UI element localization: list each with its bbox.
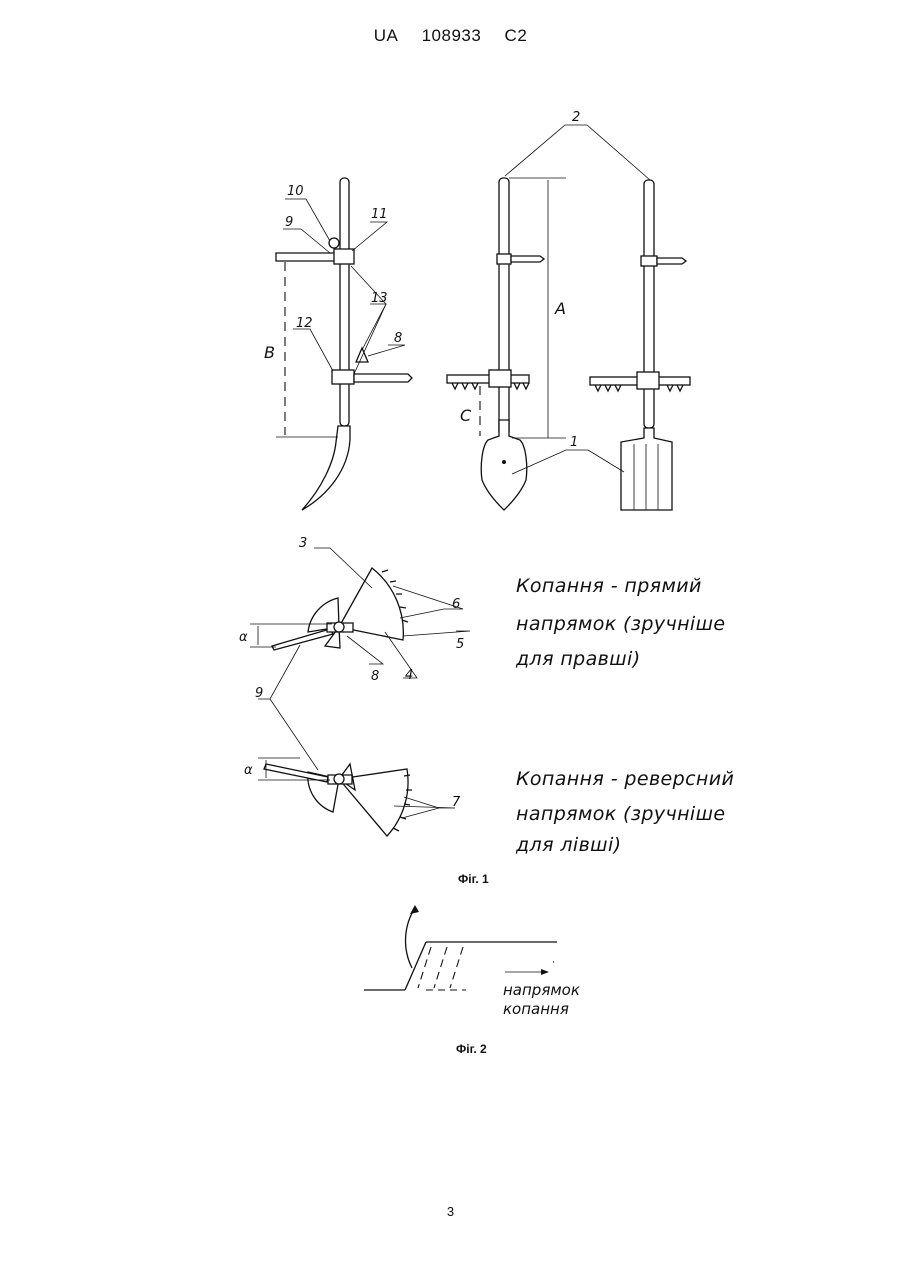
label-12: 12 (296, 316, 313, 331)
top-view-direct (250, 548, 470, 678)
dim-a: A (554, 299, 566, 318)
alpha-lower: α (244, 763, 253, 778)
note-reverse-line2: напрямок (зручніше (516, 803, 725, 825)
note-direct-line3: для правші) (515, 648, 641, 670)
label-3: 3 (299, 536, 307, 551)
label-9-upper: 9 (285, 215, 293, 230)
shovel-front-view (447, 178, 566, 510)
label-8: 8 (371, 669, 379, 684)
side-view-tool (276, 178, 412, 510)
label-9: 9 (255, 686, 263, 701)
fig2-note-line1: напрямок (503, 981, 580, 999)
fig2-note-line2: копання (503, 1000, 569, 1018)
label-2: 2 (572, 110, 580, 125)
fig2-diagram (364, 905, 557, 990)
label-7: 7 (452, 795, 461, 810)
dim-c: C (460, 406, 472, 425)
fig1-caption: Фіг. 1 (458, 872, 489, 886)
label-8-side: 8 (394, 331, 402, 346)
note-reverse-line1: Копання - реверсний (516, 768, 734, 790)
label-13: 13 (371, 291, 388, 306)
top-view-reverse (258, 758, 455, 836)
label-1: 1 (570, 435, 578, 450)
label-11: 11 (371, 207, 388, 222)
page-number: 3 (0, 1204, 901, 1219)
note-direct-line2: напрямок (зручніше (516, 613, 725, 635)
note-reverse-line3: для лівші) (515, 834, 621, 856)
label-4: 4 (405, 668, 413, 683)
label-6: 6 (452, 597, 460, 612)
note-direct-line1: Копання - прямий (516, 575, 702, 597)
label-5: 5 (456, 637, 464, 652)
fig2-caption: Фіг. 2 (456, 1042, 487, 1056)
alpha-upper: α (239, 630, 248, 645)
label-10: 10 (287, 184, 304, 199)
dim-b: B (264, 343, 275, 362)
